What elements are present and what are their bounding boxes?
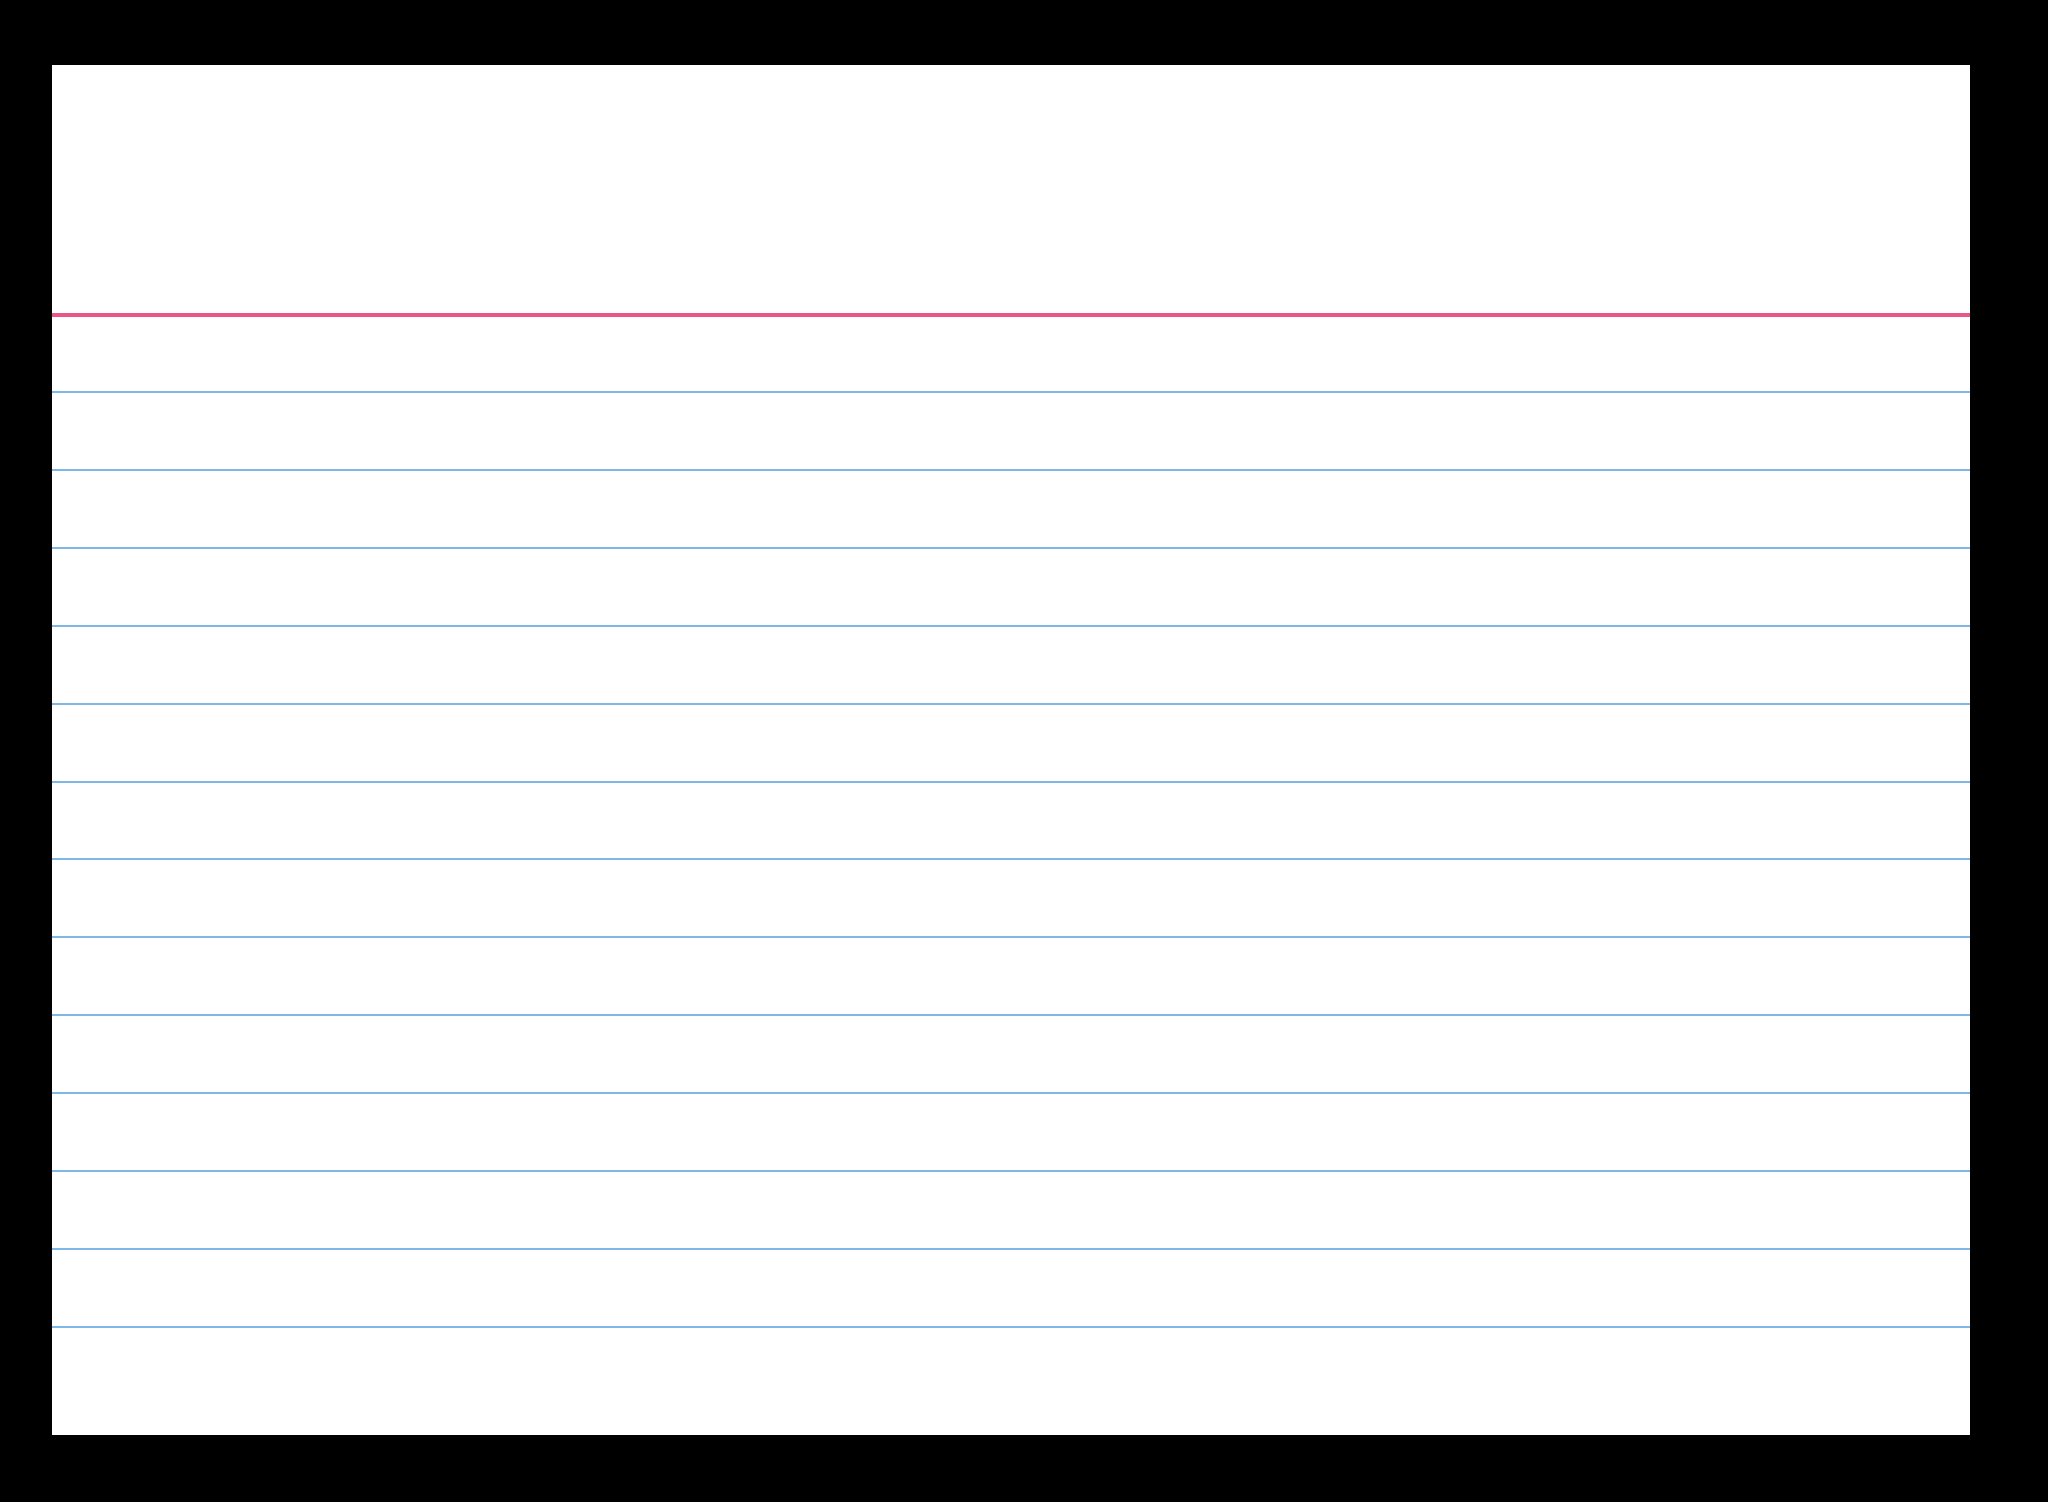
body-rule [52, 703, 1970, 705]
body-rule [52, 625, 1970, 627]
body-rule [52, 1014, 1970, 1016]
index-card [52, 65, 1970, 1435]
body-rule [52, 936, 1970, 938]
header-rule [52, 313, 1970, 317]
body-rule [52, 1248, 1970, 1250]
body-rule [52, 858, 1970, 860]
body-rule [52, 1170, 1970, 1172]
body-rule [52, 781, 1970, 783]
body-rule [52, 547, 1970, 549]
body-rule [52, 1092, 1970, 1094]
body-rule [52, 469, 1970, 471]
body-rule [52, 391, 1970, 393]
body-rule [52, 1326, 1970, 1328]
